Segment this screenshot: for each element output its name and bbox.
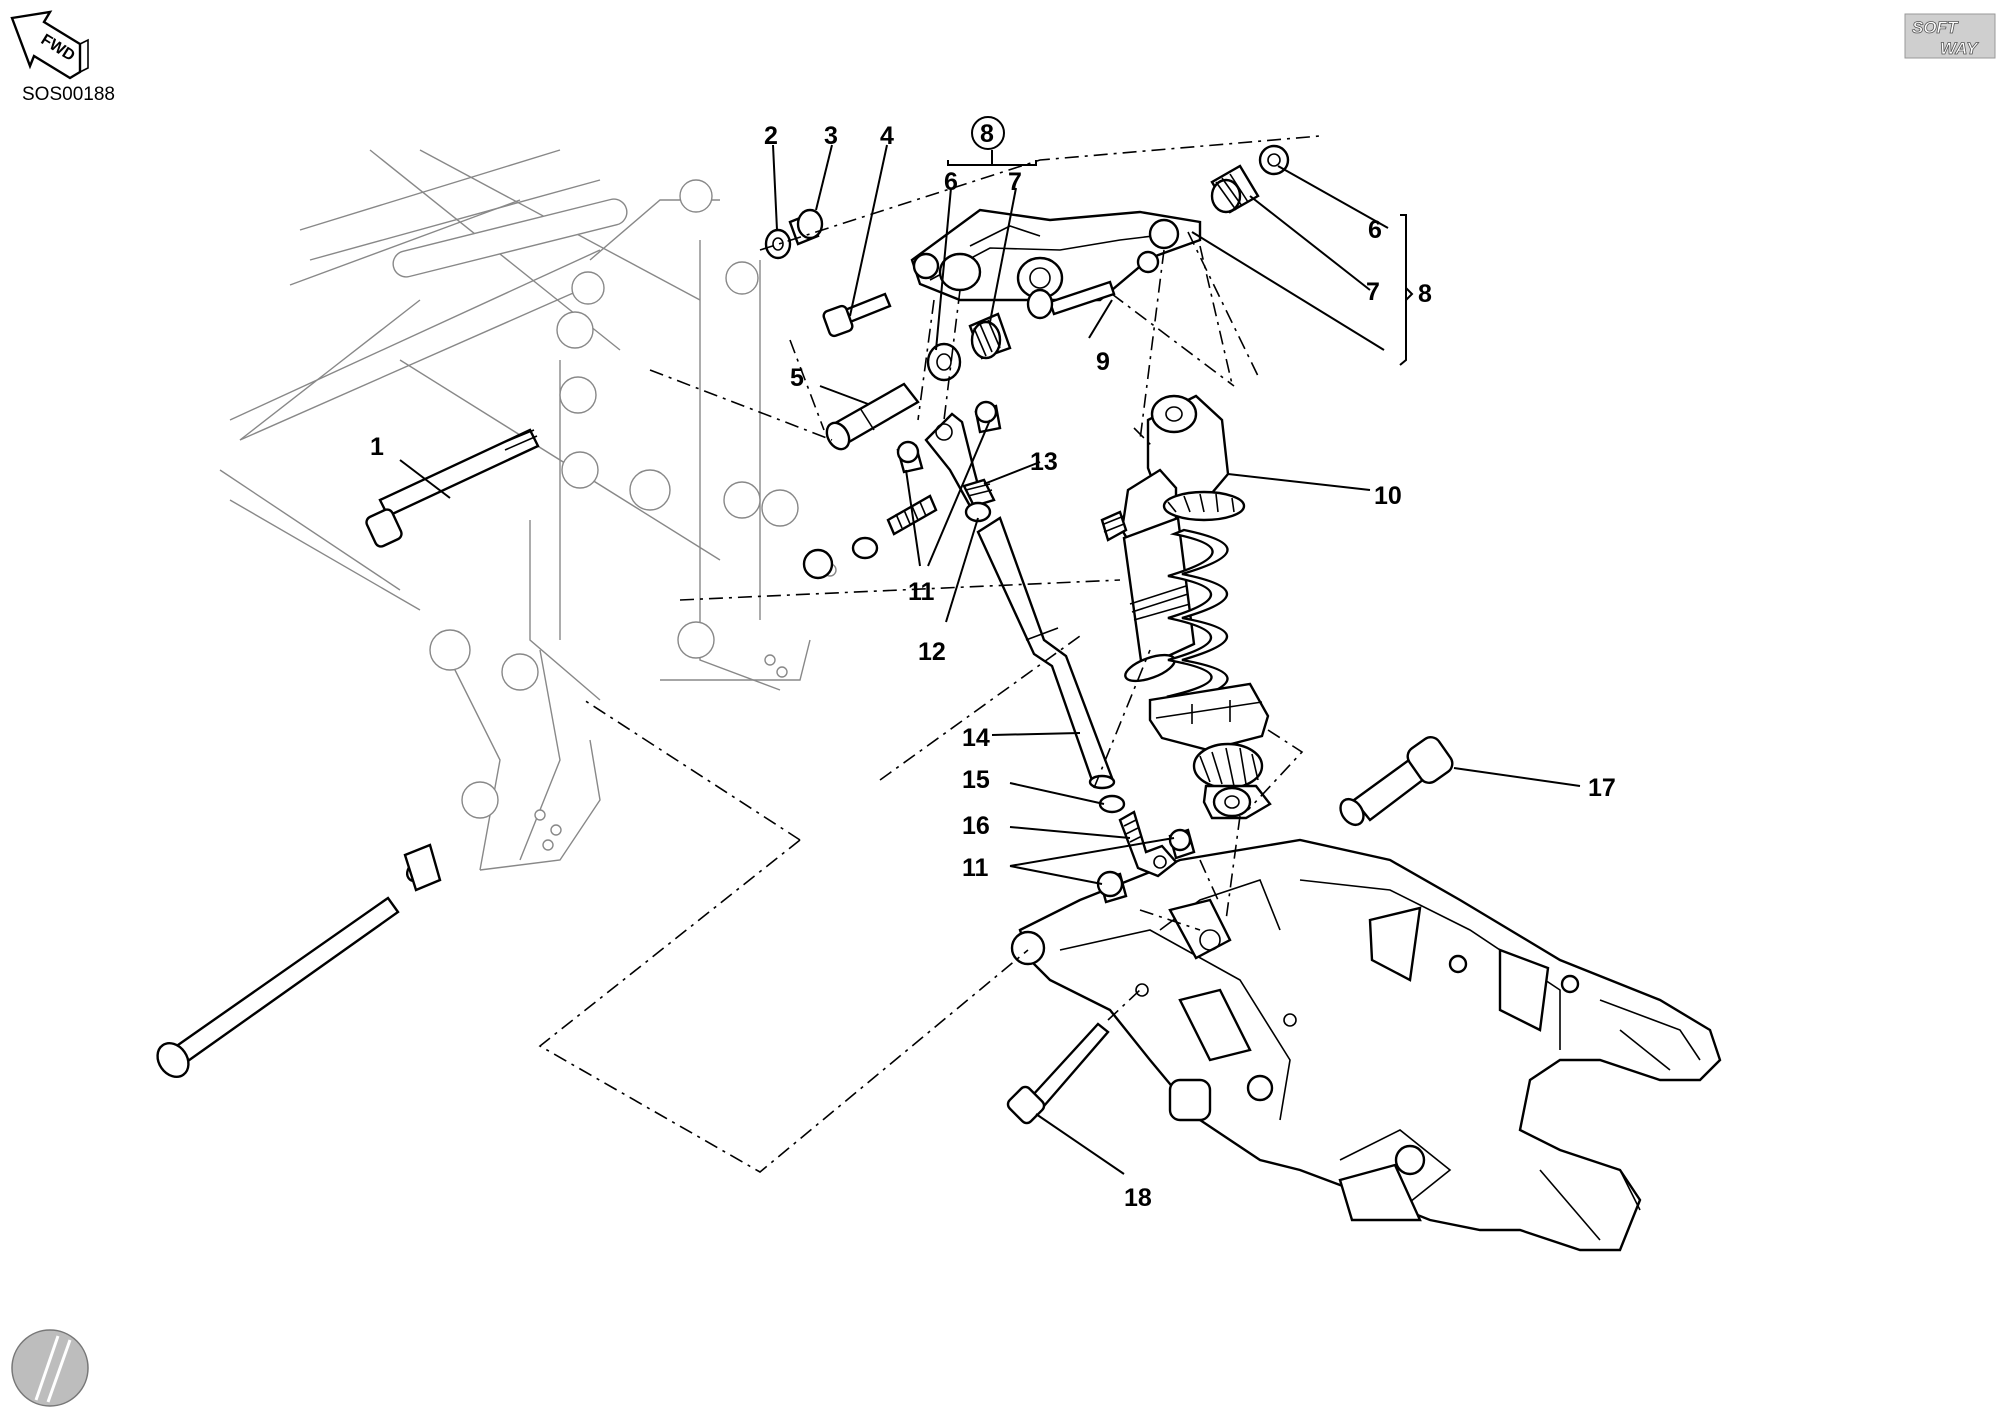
part-13-threaded-insert (962, 478, 996, 508)
part-2-washer (764, 228, 792, 260)
callout-labels: 1 2 3 4 5 8 6 7 6 7 8 9 10 11 12 13 14 1… (370, 116, 1616, 1212)
callout-17: 17 (1588, 774, 1616, 802)
part-17-bolt (1339, 736, 1454, 827)
callout-10: 10 (1374, 482, 1402, 510)
leader-lines (399, 144, 1581, 1175)
callout-4: 4 (880, 122, 894, 150)
part-7-needle-bearing-upper (1210, 164, 1260, 214)
part-11-spacer-lower (1096, 828, 1196, 904)
part-5-spacer (825, 382, 920, 451)
callout-16: 16 (962, 812, 990, 840)
brand-logo-top: SOFT (1912, 18, 1959, 37)
callout-11-upper: 11 (908, 578, 935, 606)
callout-9: 9 (1096, 348, 1110, 376)
callout-18: 18 (1124, 1184, 1152, 1212)
part-16-rod-end-lower (1118, 810, 1178, 878)
part-11-spacer-upper (896, 400, 1002, 474)
drawing-code: SOS00188 (22, 84, 115, 105)
part-6-washer-lower (926, 342, 962, 382)
callout-11-lower: 11 (962, 854, 989, 882)
part-7-needle-bearing-lower (968, 312, 1012, 360)
part-18-bolt (1006, 1022, 1110, 1125)
callout-3: 3 (824, 122, 838, 150)
swingarm (1010, 838, 1722, 1252)
part-9-bolt (1026, 280, 1116, 320)
callout-8-right: 8 (1418, 280, 1432, 308)
part-1-long-bolt (365, 428, 540, 548)
callout-2: 2 (764, 122, 778, 150)
assembly-lines (538, 135, 1321, 1173)
callout-5: 5 (790, 364, 804, 392)
part-4-bolt (822, 292, 892, 338)
callout-6-upper-left: 6 (944, 168, 958, 196)
pivot-shaft (156, 843, 442, 1078)
callout-6-right: 6 (1368, 216, 1382, 244)
part-3-bushing (788, 208, 824, 246)
callout-14: 14 (962, 724, 990, 752)
callout-15: 15 (962, 766, 990, 794)
brand-logo-bottom: WAY (1940, 39, 1979, 58)
brand-logo: SOFT WAY (1904, 13, 1996, 59)
callout-13: 13 (1030, 448, 1058, 476)
callout-7-upper-left: 7 (1008, 168, 1022, 196)
fwd-arrow-icon: FWD (10, 10, 89, 80)
callout-7-right: 7 (1366, 278, 1380, 306)
callout-8-circled: 8 (971, 116, 1005, 150)
callout-12: 12 (918, 638, 946, 666)
part-14-tie-rod (976, 516, 1116, 790)
stamp-icon (11, 1329, 89, 1407)
callout-8-top: 8 (980, 120, 994, 148)
part-8-rocker-arm (910, 208, 1202, 302)
frame-ghost (219, 149, 837, 871)
callout-1: 1 (370, 433, 384, 461)
part-10-shock-absorber (1100, 394, 1272, 820)
